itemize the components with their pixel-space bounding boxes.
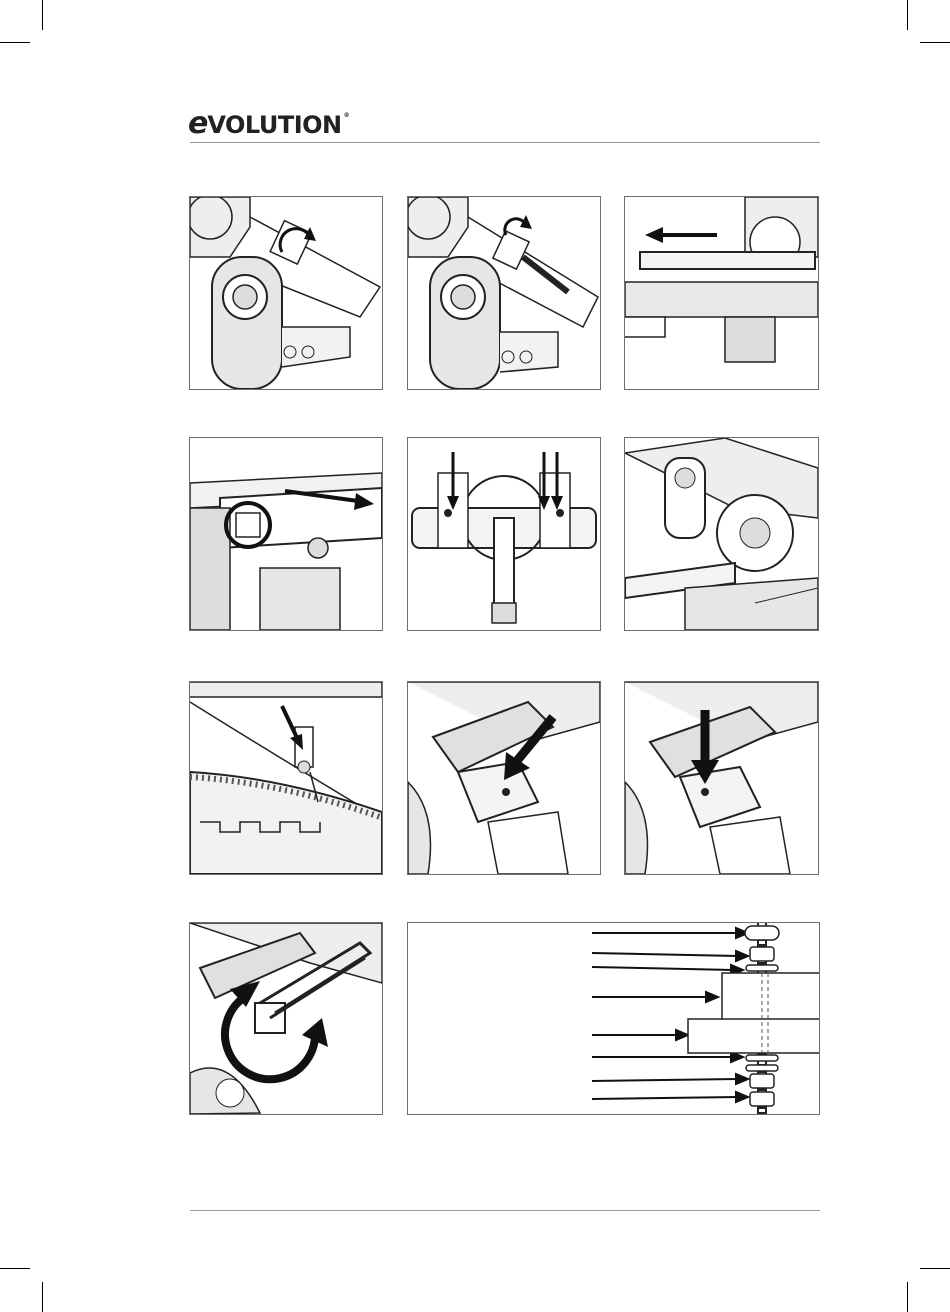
fig-bolt-assembly <box>407 922 820 1115</box>
fig-handle-lock <box>407 681 601 875</box>
saw-icon <box>625 438 818 630</box>
crop-mark <box>920 1268 950 1269</box>
fig-fence-bolts <box>407 437 601 631</box>
fig-handle-press <box>624 681 819 875</box>
fig-knob-loosen <box>189 196 383 390</box>
fig-fence-slide-left <box>624 196 819 390</box>
crop-mark <box>920 42 950 43</box>
crop-mark <box>42 1282 43 1312</box>
arrow-left <box>645 227 717 243</box>
fig-fence-slide-right <box>189 437 383 631</box>
logo-text: VOLUTION <box>207 111 341 139</box>
crop-mark <box>907 1282 908 1312</box>
fig-saw-overview <box>624 437 819 631</box>
brand-logo: e VOLUTION ® <box>188 106 350 134</box>
fig-pliers-rotate <box>189 922 383 1115</box>
header-rule <box>190 142 820 143</box>
fig-knob-removed <box>407 196 601 390</box>
crop-mark <box>42 0 43 30</box>
logo-registered: ® <box>344 112 350 119</box>
crop-mark <box>0 1268 30 1269</box>
crop-mark <box>0 42 30 43</box>
crop-mark <box>907 0 908 30</box>
footer-rule <box>190 1210 820 1211</box>
logo-mark: e <box>188 106 207 141</box>
fig-bevel-pointer <box>189 681 383 875</box>
